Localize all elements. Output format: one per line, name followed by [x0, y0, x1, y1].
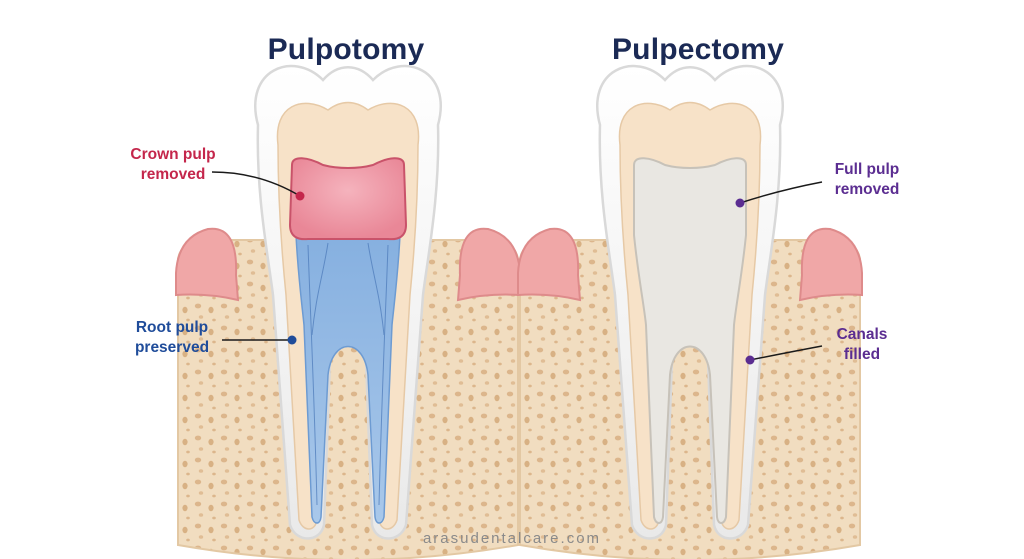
- crown-pulp-line-1: Crown pulp: [130, 146, 216, 163]
- crown-pulp-label: Crown pulp removed: [118, 145, 228, 185]
- canals-line-1: Canals: [836, 326, 888, 343]
- removed-crown-pulp: [288, 157, 408, 241]
- full-pulp-line-1: Full pulp: [834, 161, 900, 178]
- preserved-root-pulp: [295, 234, 401, 524]
- crown-pulp-line-2: removed: [140, 166, 206, 183]
- canals-line-2: filled: [843, 346, 881, 363]
- pulpotomy-tooth: [174, 64, 522, 559]
- footer-watermark: arasudentalcare.com: [422, 530, 602, 547]
- root-pulp-line-1: Root pulp: [135, 319, 209, 336]
- leader-canals: [745, 345, 823, 365]
- pulpectomy-tooth: [516, 64, 864, 559]
- leader-root-pulp: [222, 335, 297, 345]
- pulpotomy-title: Pulpotomy: [267, 33, 425, 66]
- root-pulp-line-2: preserved: [134, 339, 210, 356]
- pulpectomy-title: Pulpectomy: [611, 33, 785, 66]
- full-pulp-label: Full pulp removed: [822, 160, 912, 200]
- canals-label: Canals filled: [822, 325, 902, 365]
- full-pulp-line-2: removed: [834, 181, 900, 198]
- filled-canals: [633, 157, 747, 524]
- leader-full-pulp: [735, 181, 823, 208]
- leader-crown-pulp: [211, 171, 305, 201]
- root-pulp-label: Root pulp preserved: [122, 318, 222, 358]
